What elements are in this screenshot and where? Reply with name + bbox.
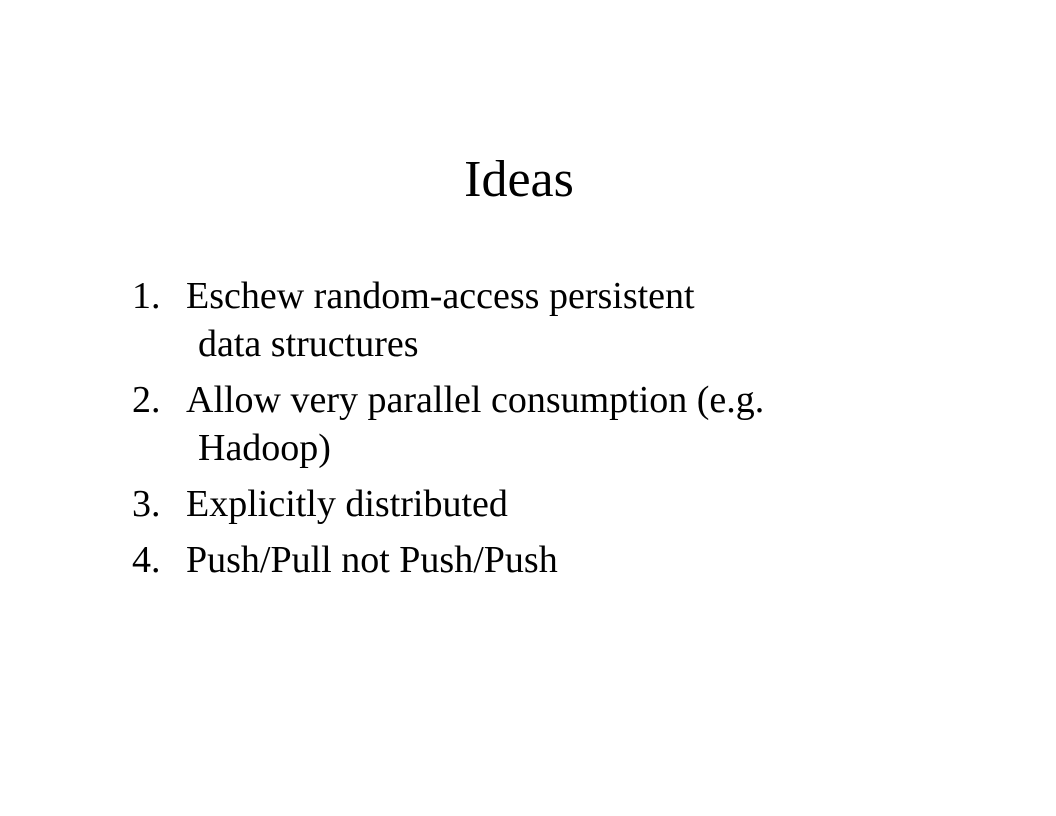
list-item-number: 1. — [132, 275, 161, 317]
slide-title: Ideas — [464, 151, 574, 208]
list-item-text: Explicitly distributed — [186, 483, 508, 525]
list-item-text-continued: data structures — [198, 323, 419, 365]
list-item: 4. Push/Pull not Push/Push — [132, 536, 992, 584]
list-item: 1. Eschew random-access persistent data … — [132, 272, 992, 368]
list-item: 2. Allow very parallel consumption (e.g.… — [132, 376, 992, 472]
list-item-number: 3. — [132, 483, 161, 525]
list-item-number: 4. — [132, 539, 161, 581]
list-item-text: Allow very parallel consumption (e.g. — [186, 379, 765, 421]
list-item-text: Push/Pull not Push/Push — [186, 539, 558, 581]
list-item-number: 2. — [132, 379, 161, 421]
list-item: 3. Explicitly distributed — [132, 480, 992, 528]
list-item-text-continued: Hadoop) — [198, 427, 331, 469]
ideas-list: 1. Eschew random-access persistent data … — [132, 272, 992, 592]
list-item-text: Eschew random-access persistent — [186, 275, 695, 317]
